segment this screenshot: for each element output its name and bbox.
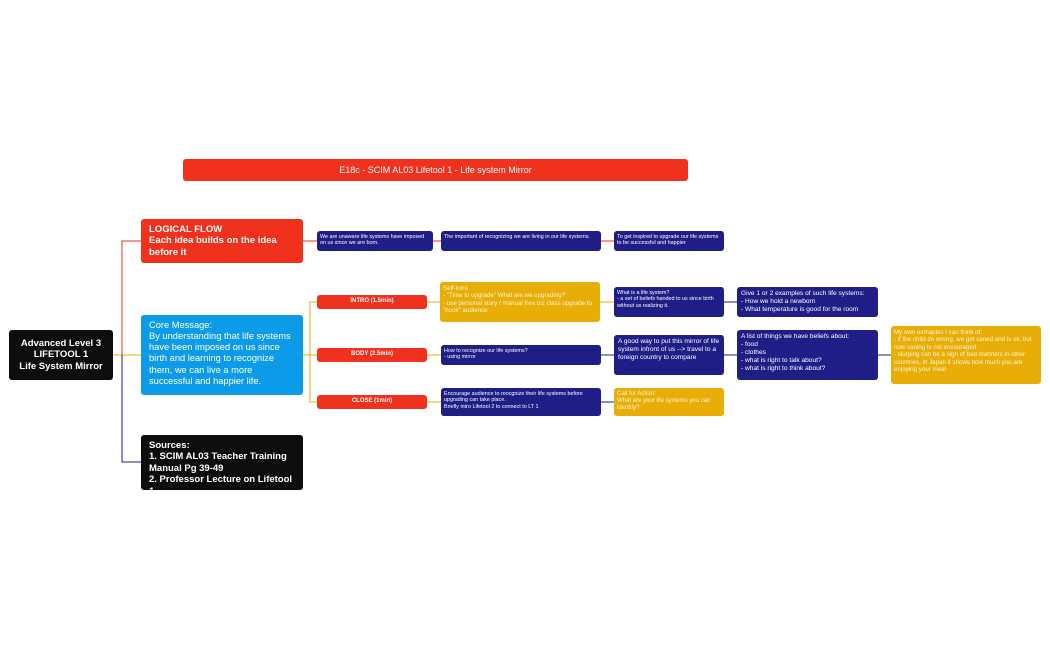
map-title[interactable]: E18c - SCIM AL03 Lifetool 1 - Life syste… [183,159,688,181]
intro-life-system-definition[interactable]: What is a life system? - a set of belief… [614,287,724,317]
core-message-topic[interactable]: Core Message: By understanding that life… [141,315,303,395]
flow-step-1[interactable]: We are unaware life systems have imposed… [317,231,433,251]
intro-section[interactable]: INTRO (1.5min) [317,295,427,309]
body-beliefs-list[interactable]: A list of things we have beliefs about: … [737,330,878,380]
close-encourage-point[interactable]: Encourage audience to reocgnize their li… [441,388,601,416]
intro-hook-note[interactable]: Self-intro - "Time to upgrade" What are … [440,282,600,322]
body-section[interactable]: BODY (2.5min) [317,348,427,362]
intro-life-system-examples[interactable]: Give 1 or 2 examples of such life system… [737,287,878,317]
root-topic[interactable]: Advanced Level 3 LIFETOOL 1 Life System … [9,330,113,380]
flow-step-2[interactable]: The important of recognizing we are livi… [441,231,601,251]
close-call-to-action[interactable]: Call for Action: What are your life syst… [614,388,724,416]
flow-step-3[interactable]: To get inspired to upgrade our life syst… [614,231,724,251]
body-mirror-point[interactable]: A good way to put this mirror of life sy… [614,335,724,375]
logical-flow-topic[interactable]: LOGICAL FLOW Each idea builds on the ide… [141,219,303,263]
sources-topic[interactable]: Sources: 1. SCIM AL03 Teacher Training M… [141,435,303,490]
close-section[interactable]: CLOSE (1min) [317,395,427,409]
body-own-examples-note[interactable]: My own exmaples I can think of: - if the… [891,326,1041,384]
body-recognize-point[interactable]: How to recognize our life systems? - usi… [441,345,601,365]
